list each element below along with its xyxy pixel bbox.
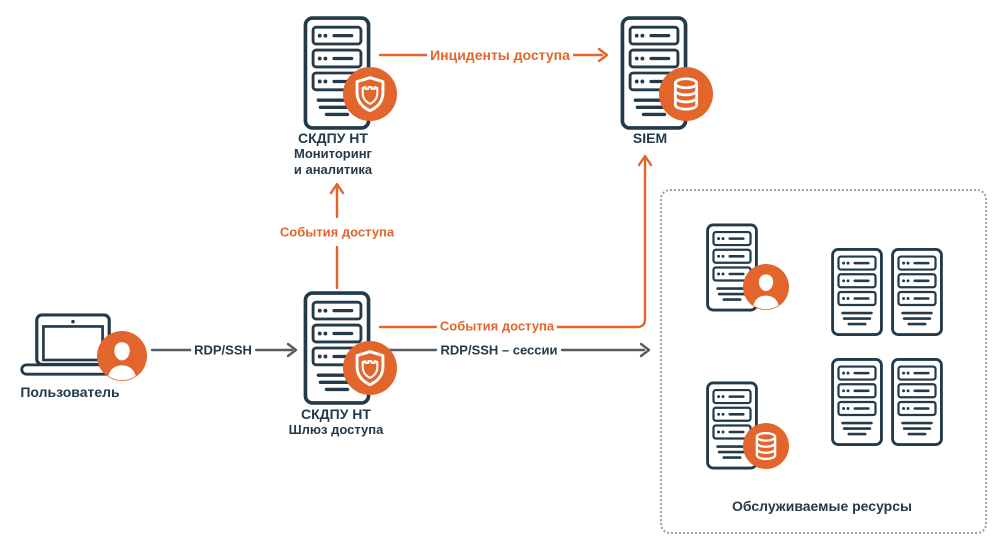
node-gateway-title: СКДПУ НТ: [301, 406, 371, 422]
user-avatar-icon: [743, 264, 789, 310]
node-user-label: Пользователь: [20, 384, 120, 400]
node-siem-label: SIEM: [632, 130, 668, 146]
node-gateway-subtitle: Шлюз доступа: [288, 422, 384, 437]
server-tower-icon: [891, 351, 943, 453]
node-monitoring-subtitle1: Мониторинг: [294, 146, 372, 161]
node-gateway-label: СКДПУ НТ Шлюз доступа: [256, 406, 416, 438]
edge-incidents-label: Инциденты доступа: [427, 47, 573, 63]
node-monitoring-subtitle2: и аналитика: [293, 162, 373, 177]
database-icon: [743, 423, 789, 469]
database-icon: [659, 67, 713, 121]
edge-events-right-line: [378, 154, 653, 329]
security-shield-icon: [343, 67, 397, 121]
security-shield-icon: [343, 341, 397, 395]
node-monitoring-title: СКДПУ НТ: [298, 130, 368, 146]
user-avatar-icon: [97, 331, 147, 381]
edge-events-up-label: События доступа: [276, 224, 398, 240]
edge-sessions-label: RDP/SSH – сессии: [437, 342, 561, 358]
edge-events-right-label: События доступа: [436, 318, 558, 334]
server-tower-icon: [831, 351, 883, 453]
server-tower-icon: [831, 241, 883, 343]
node-monitoring-label: СКДПУ НТ Мониторинг и аналитика: [253, 130, 413, 178]
resources-group-label: Обслуживаемые ресурсы: [732, 498, 912, 514]
edge-rdp-ssh-label: RDP/SSH: [191, 342, 255, 358]
resources-group-box: [660, 189, 987, 534]
server-tower-icon: [891, 241, 943, 343]
